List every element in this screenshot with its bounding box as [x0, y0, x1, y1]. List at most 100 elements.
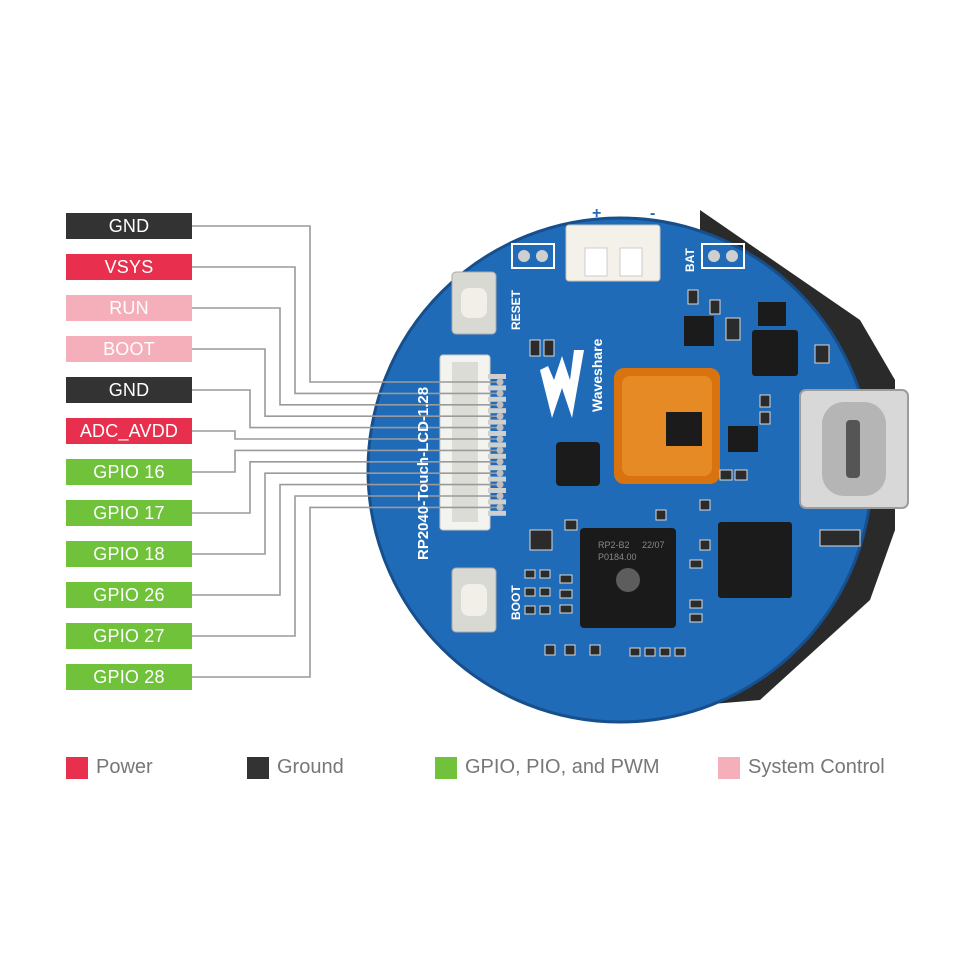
- pin-wire-end: [496, 446, 504, 454]
- legend-item-power: Power: [66, 756, 153, 779]
- rp2040-marking-1: RP2-B2: [598, 540, 630, 550]
- minus-label: -: [650, 205, 655, 222]
- legend: Power Ground GPIO, PIO, and PWM System C…: [0, 756, 960, 782]
- pin-wire: [192, 483, 500, 596]
- pin-wire-end: [496, 378, 504, 386]
- smd-component: [659, 647, 671, 657]
- pad: [708, 250, 720, 262]
- fpc-pin: [488, 488, 506, 493]
- smd-component: [719, 469, 733, 481]
- pin-wire-end: [496, 424, 504, 432]
- smd-component: [559, 604, 573, 614]
- pin-label-gpio-17: GPIO 17: [66, 500, 192, 526]
- pin-wire: [192, 389, 500, 429]
- regulator-chip: [752, 330, 798, 376]
- fpc-pin: [488, 419, 506, 425]
- pin-wire-end: [496, 503, 504, 511]
- smd-component: [655, 509, 667, 521]
- pin-wire: [192, 225, 500, 383]
- smd-component: [759, 411, 771, 425]
- pin-wire-end: [496, 481, 504, 489]
- fpc-pin: [488, 476, 506, 482]
- pads-bat: [701, 243, 745, 269]
- pin-label-run: RUN: [66, 295, 192, 321]
- fpc-pin: [488, 499, 506, 505]
- legend-item-ground: Ground: [247, 756, 344, 779]
- smd-component: [709, 299, 721, 315]
- pin-wire: [192, 472, 500, 555]
- pin-label-vsys: VSYS: [66, 254, 192, 280]
- pin-wire: [192, 460, 500, 514]
- pin-wire: [192, 495, 500, 637]
- small-chip: [758, 302, 786, 326]
- pin-wire-end: [496, 469, 504, 477]
- smd-component: [539, 569, 551, 579]
- pin-connection-lines: [192, 225, 504, 678]
- raspberry-logo: [616, 568, 640, 592]
- pin-wire-end: [496, 458, 504, 466]
- pads-left: [511, 243, 555, 269]
- smd-component: [629, 647, 641, 657]
- pin-label-gpio-26: GPIO 26: [66, 582, 192, 608]
- reset-button-cap: [461, 288, 487, 318]
- smd-component: [524, 569, 536, 579]
- brand-label: Waveshare: [589, 338, 605, 412]
- pin-label-gpio-27: GPIO 27: [66, 623, 192, 649]
- smd-component: [699, 499, 711, 511]
- smd-component: [524, 605, 536, 615]
- pin-label-boot: BOOT: [66, 336, 192, 362]
- smd-component: [543, 339, 555, 357]
- pin-wire: [192, 449, 500, 473]
- legend-item-system-control: System Control: [718, 756, 885, 779]
- smd-component: [559, 589, 573, 599]
- pin-wire-end: [496, 492, 504, 500]
- fpc-connector-slot: [452, 362, 478, 522]
- pin-label-gnd: GND: [66, 213, 192, 239]
- touch-ic: [666, 412, 702, 446]
- pin-wire-end: [496, 389, 504, 397]
- fpc-pin: [488, 510, 506, 516]
- smd-component: [674, 647, 686, 657]
- fpc-pin: [488, 408, 506, 414]
- pin-wire-end: [496, 401, 504, 409]
- pin-label-gnd: GND: [66, 377, 192, 403]
- plus-label: +: [592, 205, 601, 222]
- legend-swatch-system-control: [718, 756, 740, 779]
- legend-swatch-ground: [247, 756, 269, 779]
- legend-swatch-gpio: [435, 756, 457, 779]
- fpc-pin: [488, 385, 506, 391]
- boot-button-cap: [461, 584, 487, 616]
- smd-component: [589, 644, 601, 656]
- model-label: RP2040-Touch-LCD-1.28: [415, 387, 432, 560]
- pin-wire: [192, 307, 500, 406]
- pin-label-adc-avdd: ADC_AVDD: [66, 418, 192, 444]
- fpc-pin: [488, 396, 506, 402]
- smd-component: [814, 344, 830, 364]
- rp2040-marking-3: 22/07: [642, 540, 665, 550]
- pin-wire: [192, 506, 500, 678]
- boot-label: BOOT: [509, 585, 523, 620]
- pin-label-gpio-18: GPIO 18: [66, 541, 192, 567]
- smd-component: [699, 539, 711, 551]
- smd-component: [539, 605, 551, 615]
- smd-component: [689, 613, 703, 623]
- smd-component: [559, 574, 573, 584]
- fpc-pin: [488, 442, 506, 448]
- pin-wire: [192, 266, 500, 395]
- smd-component: [644, 647, 656, 657]
- passive-components: [524, 289, 861, 657]
- pad: [726, 250, 738, 262]
- pin-wire: [192, 430, 500, 440]
- smd-component: [725, 317, 741, 341]
- smd-component: [529, 339, 541, 357]
- smd-component: [529, 529, 553, 551]
- imu-chip: [556, 442, 600, 486]
- legend-swatch-power: [66, 756, 88, 779]
- smd-component: [734, 469, 748, 481]
- smd-component: [524, 587, 536, 597]
- smd-component: [759, 394, 771, 408]
- pad: [536, 250, 548, 262]
- small-chip: [728, 426, 758, 452]
- legend-label-gpio: GPIO, PIO, and PWM: [465, 756, 660, 778]
- flash-chip: [718, 522, 792, 598]
